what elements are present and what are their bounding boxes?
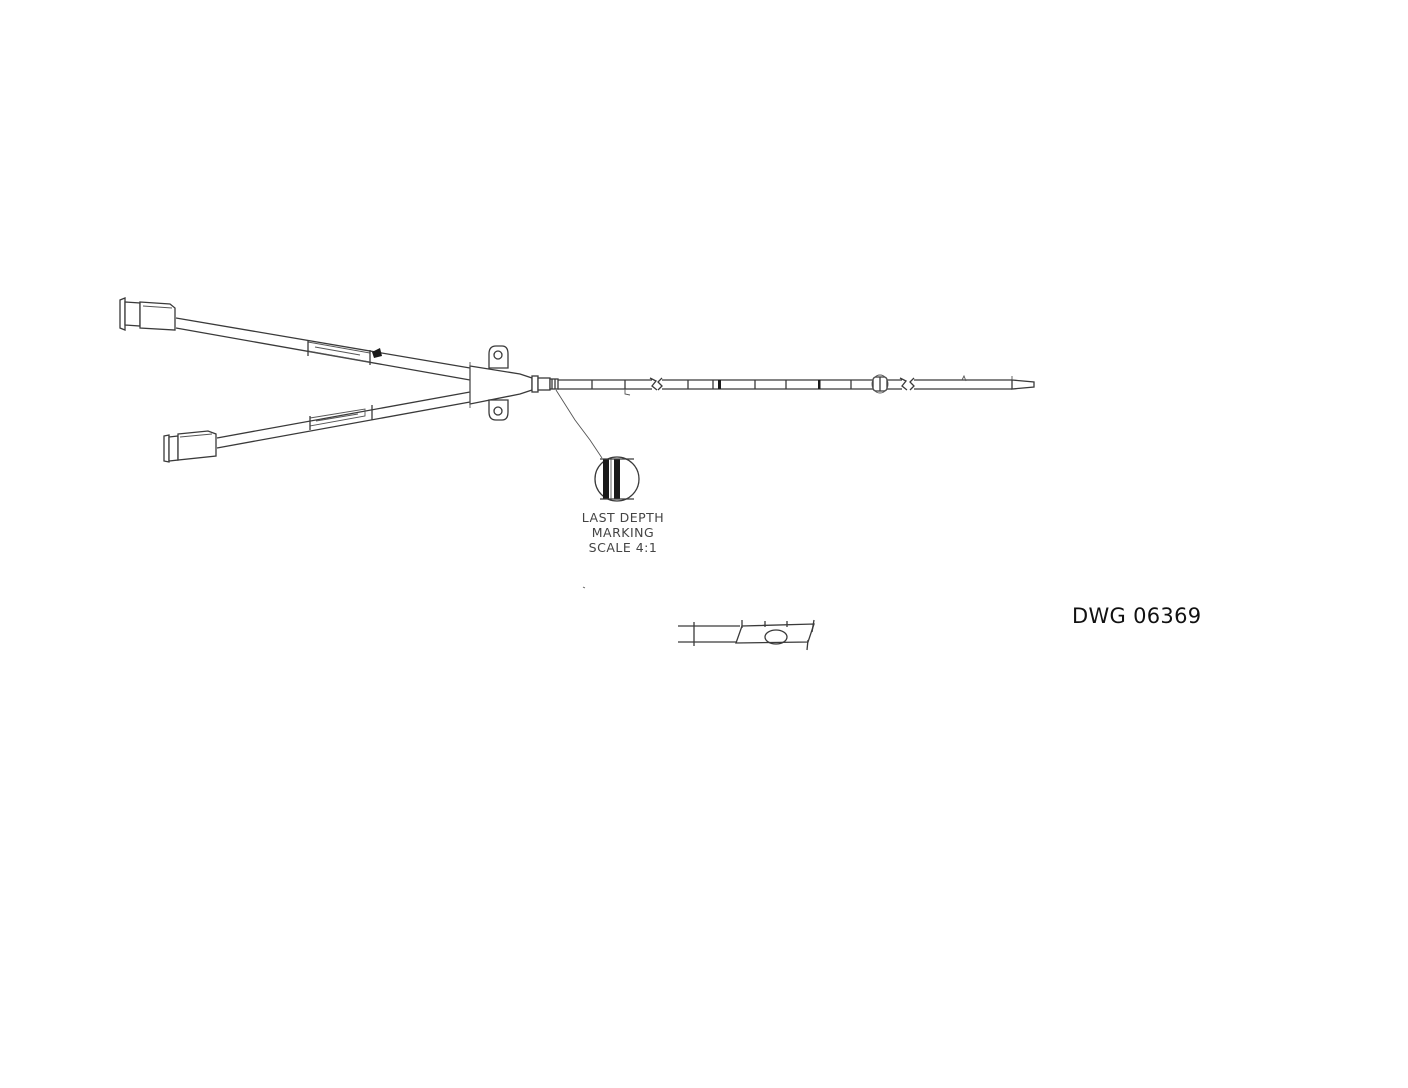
last-depth-marking-callout: LAST DEPTH MARKING SCALE 4:1 xyxy=(555,389,664,555)
catheter-hub xyxy=(469,345,559,421)
cuff xyxy=(871,374,889,394)
upper-extension-leg xyxy=(119,297,471,381)
catheter-shaft xyxy=(558,374,1035,396)
suture-wing-bottom xyxy=(488,399,509,421)
tip-side-hole-detail xyxy=(678,619,815,651)
break-mark xyxy=(657,377,663,391)
lower-extension-leg xyxy=(163,391,471,463)
callout-line-2: MARKING xyxy=(592,525,654,540)
detail-circle xyxy=(594,456,640,502)
catheter-tip xyxy=(1011,376,1035,390)
suture-wing-top xyxy=(488,345,509,369)
drawing-number: DWG 06369 xyxy=(1072,604,1202,628)
side-hole xyxy=(764,629,788,645)
break-mark xyxy=(909,377,915,391)
break-mark xyxy=(899,377,908,391)
lower-luer-connector xyxy=(163,430,217,463)
callout-line-3: SCALE 4:1 xyxy=(589,540,658,555)
upper-luer-connector xyxy=(119,297,176,331)
break-mark xyxy=(649,377,658,391)
callout-line-1: LAST DEPTH xyxy=(582,510,664,525)
